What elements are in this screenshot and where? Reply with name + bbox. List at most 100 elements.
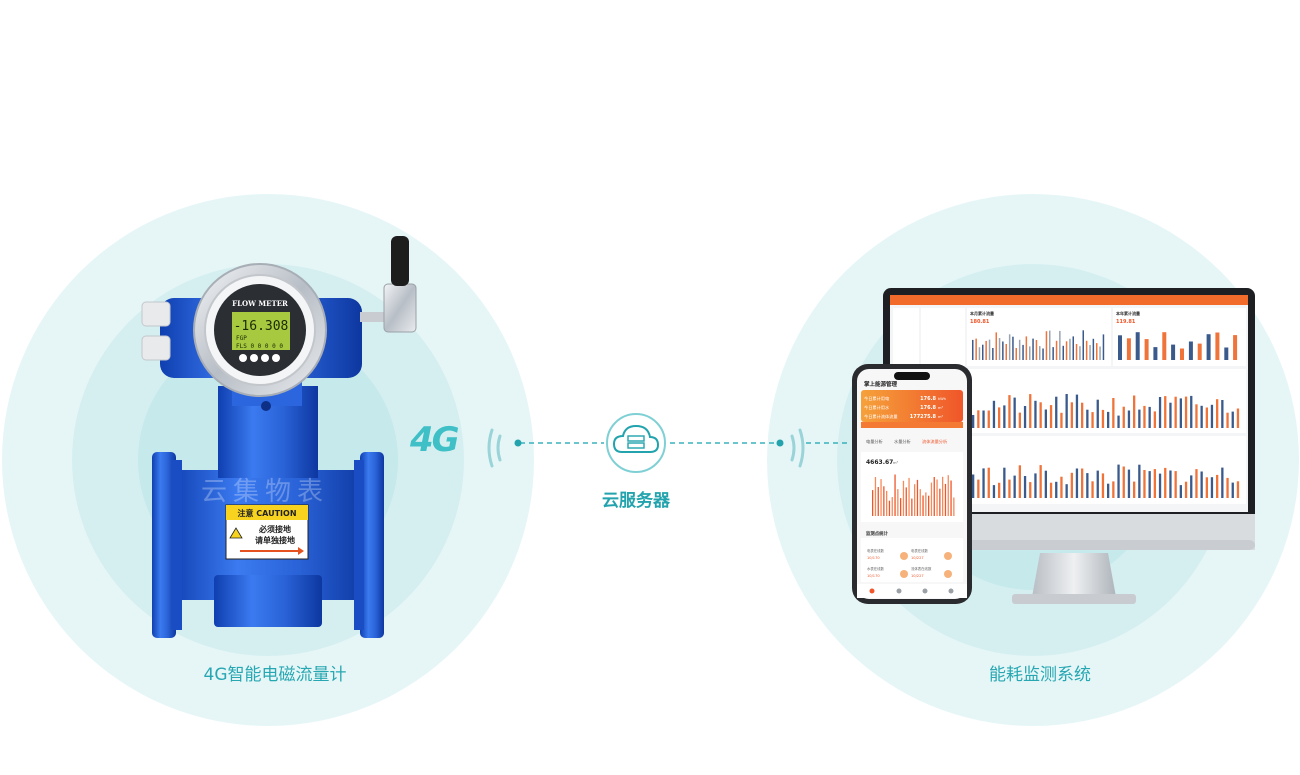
decor-bar [1236, 408, 1240, 428]
decor-bar [922, 495, 924, 516]
decor-bar [1215, 332, 1220, 360]
stat-label-1: 今日累计用电 [864, 395, 890, 402]
decor-bar [982, 468, 985, 498]
decor-bar [992, 485, 996, 498]
decor-bar [916, 479, 919, 516]
decor-bar [1117, 464, 1120, 498]
decor-bar [1126, 338, 1131, 360]
decor-bar [942, 476, 944, 516]
decor-bar [936, 479, 938, 516]
decor-bar [1144, 339, 1149, 360]
point-label-1: 电表在线数 [867, 548, 885, 553]
decor-bar [1153, 469, 1156, 498]
caution-title: 注意 CAUTION [237, 508, 296, 518]
lcd-value: -16.308 [234, 319, 289, 334]
decor-bar [998, 482, 1001, 498]
decor-bar [1164, 467, 1167, 498]
decor-bar [1029, 394, 1032, 428]
decor-bar [1231, 411, 1234, 428]
decor-bar [1200, 471, 1203, 498]
decor-bar [1091, 412, 1094, 428]
stat-unit-2: m³ [938, 406, 944, 410]
decor-bar [911, 498, 913, 516]
decor-bar [1224, 347, 1229, 360]
decor-bar [919, 489, 921, 516]
decor-bar [1018, 412, 1021, 428]
decor-bar [1089, 345, 1091, 360]
decor-bar [1069, 338, 1071, 360]
decor-bar [1052, 347, 1054, 360]
stat-value-3: 177275.8 [910, 414, 937, 420]
decor-bar [1065, 484, 1068, 498]
decor-bar [1035, 340, 1038, 360]
decor-bar [877, 487, 879, 516]
decor-bar [972, 474, 975, 498]
energy-system-label: 能耗监测系统 [989, 665, 1091, 685]
decor-bar [1022, 344, 1024, 360]
link-line [514, 439, 848, 447]
decor-bar [1153, 411, 1156, 428]
tab-water[interactable]: 水量分析 [894, 438, 911, 445]
decor-bar [902, 480, 905, 516]
decor-bar [1096, 399, 1099, 428]
point-value-3: 10/170 [867, 574, 880, 578]
point-value-4: 10/227 [911, 574, 924, 578]
decor-bar [1091, 481, 1094, 498]
decor-bar [1072, 336, 1074, 360]
decor-bar [1133, 481, 1136, 498]
point-label-2: 电表在线数 [911, 548, 929, 553]
decor-bar [1158, 473, 1162, 498]
decor-bar [1044, 470, 1047, 498]
decor-bar [891, 497, 893, 516]
decor-bar [933, 477, 935, 516]
tab-electric[interactable]: 电量分析 [866, 438, 883, 445]
decor-bar [1118, 335, 1122, 360]
decor-bar [1221, 467, 1224, 498]
decor-bar [1184, 481, 1188, 498]
decor-bar [985, 340, 987, 360]
decor-bar [1005, 344, 1007, 360]
decor-bar [1032, 338, 1034, 360]
decor-bar [1153, 347, 1158, 360]
tab-fluid[interactable]: 流体流量分析 [922, 438, 947, 445]
cloud-server-label: 云服务器 [602, 491, 670, 511]
decor-bar [1003, 405, 1006, 428]
big-unit: m³ [893, 461, 899, 465]
decor-bar [1015, 348, 1017, 360]
decor-bar [1107, 483, 1110, 498]
dial-title: FLOW METER [232, 299, 288, 308]
monitor-right-title: 本年累计流量 [1115, 310, 1140, 316]
decor-bar [1079, 346, 1081, 360]
decor-bar [1226, 412, 1229, 428]
decor-bar [1138, 409, 1141, 428]
decor-bar [1013, 397, 1016, 428]
decor-bar [1122, 406, 1125, 428]
decor-bar [1055, 340, 1058, 360]
decor-bar [1197, 343, 1202, 360]
decor-bar [908, 477, 910, 516]
decor-bar [1210, 404, 1214, 428]
decor-bar [978, 347, 981, 360]
decor-bar [1081, 468, 1084, 498]
decor-bar [1049, 330, 1051, 360]
decor-bar [1075, 394, 1079, 428]
decor-bar [914, 484, 916, 516]
decor-bar [1018, 339, 1021, 360]
signal-waves-left [487, 428, 502, 468]
decor-bar [982, 410, 985, 428]
decor-bar [1221, 400, 1224, 428]
decor-bar [1231, 482, 1234, 498]
decor-bar [998, 407, 1001, 428]
point-value-1: 10/170 [867, 556, 880, 560]
decor-bar [987, 410, 990, 428]
decor-bar [995, 332, 997, 360]
phone-bar-chart [872, 474, 955, 516]
decor-bar [1081, 402, 1084, 428]
decor-bar [977, 479, 980, 498]
decor-bar [1086, 409, 1089, 428]
decor-bar [1143, 470, 1146, 498]
decor-bar [1158, 397, 1162, 428]
decor-bar [1127, 469, 1131, 498]
signal-waves-right [790, 428, 805, 468]
